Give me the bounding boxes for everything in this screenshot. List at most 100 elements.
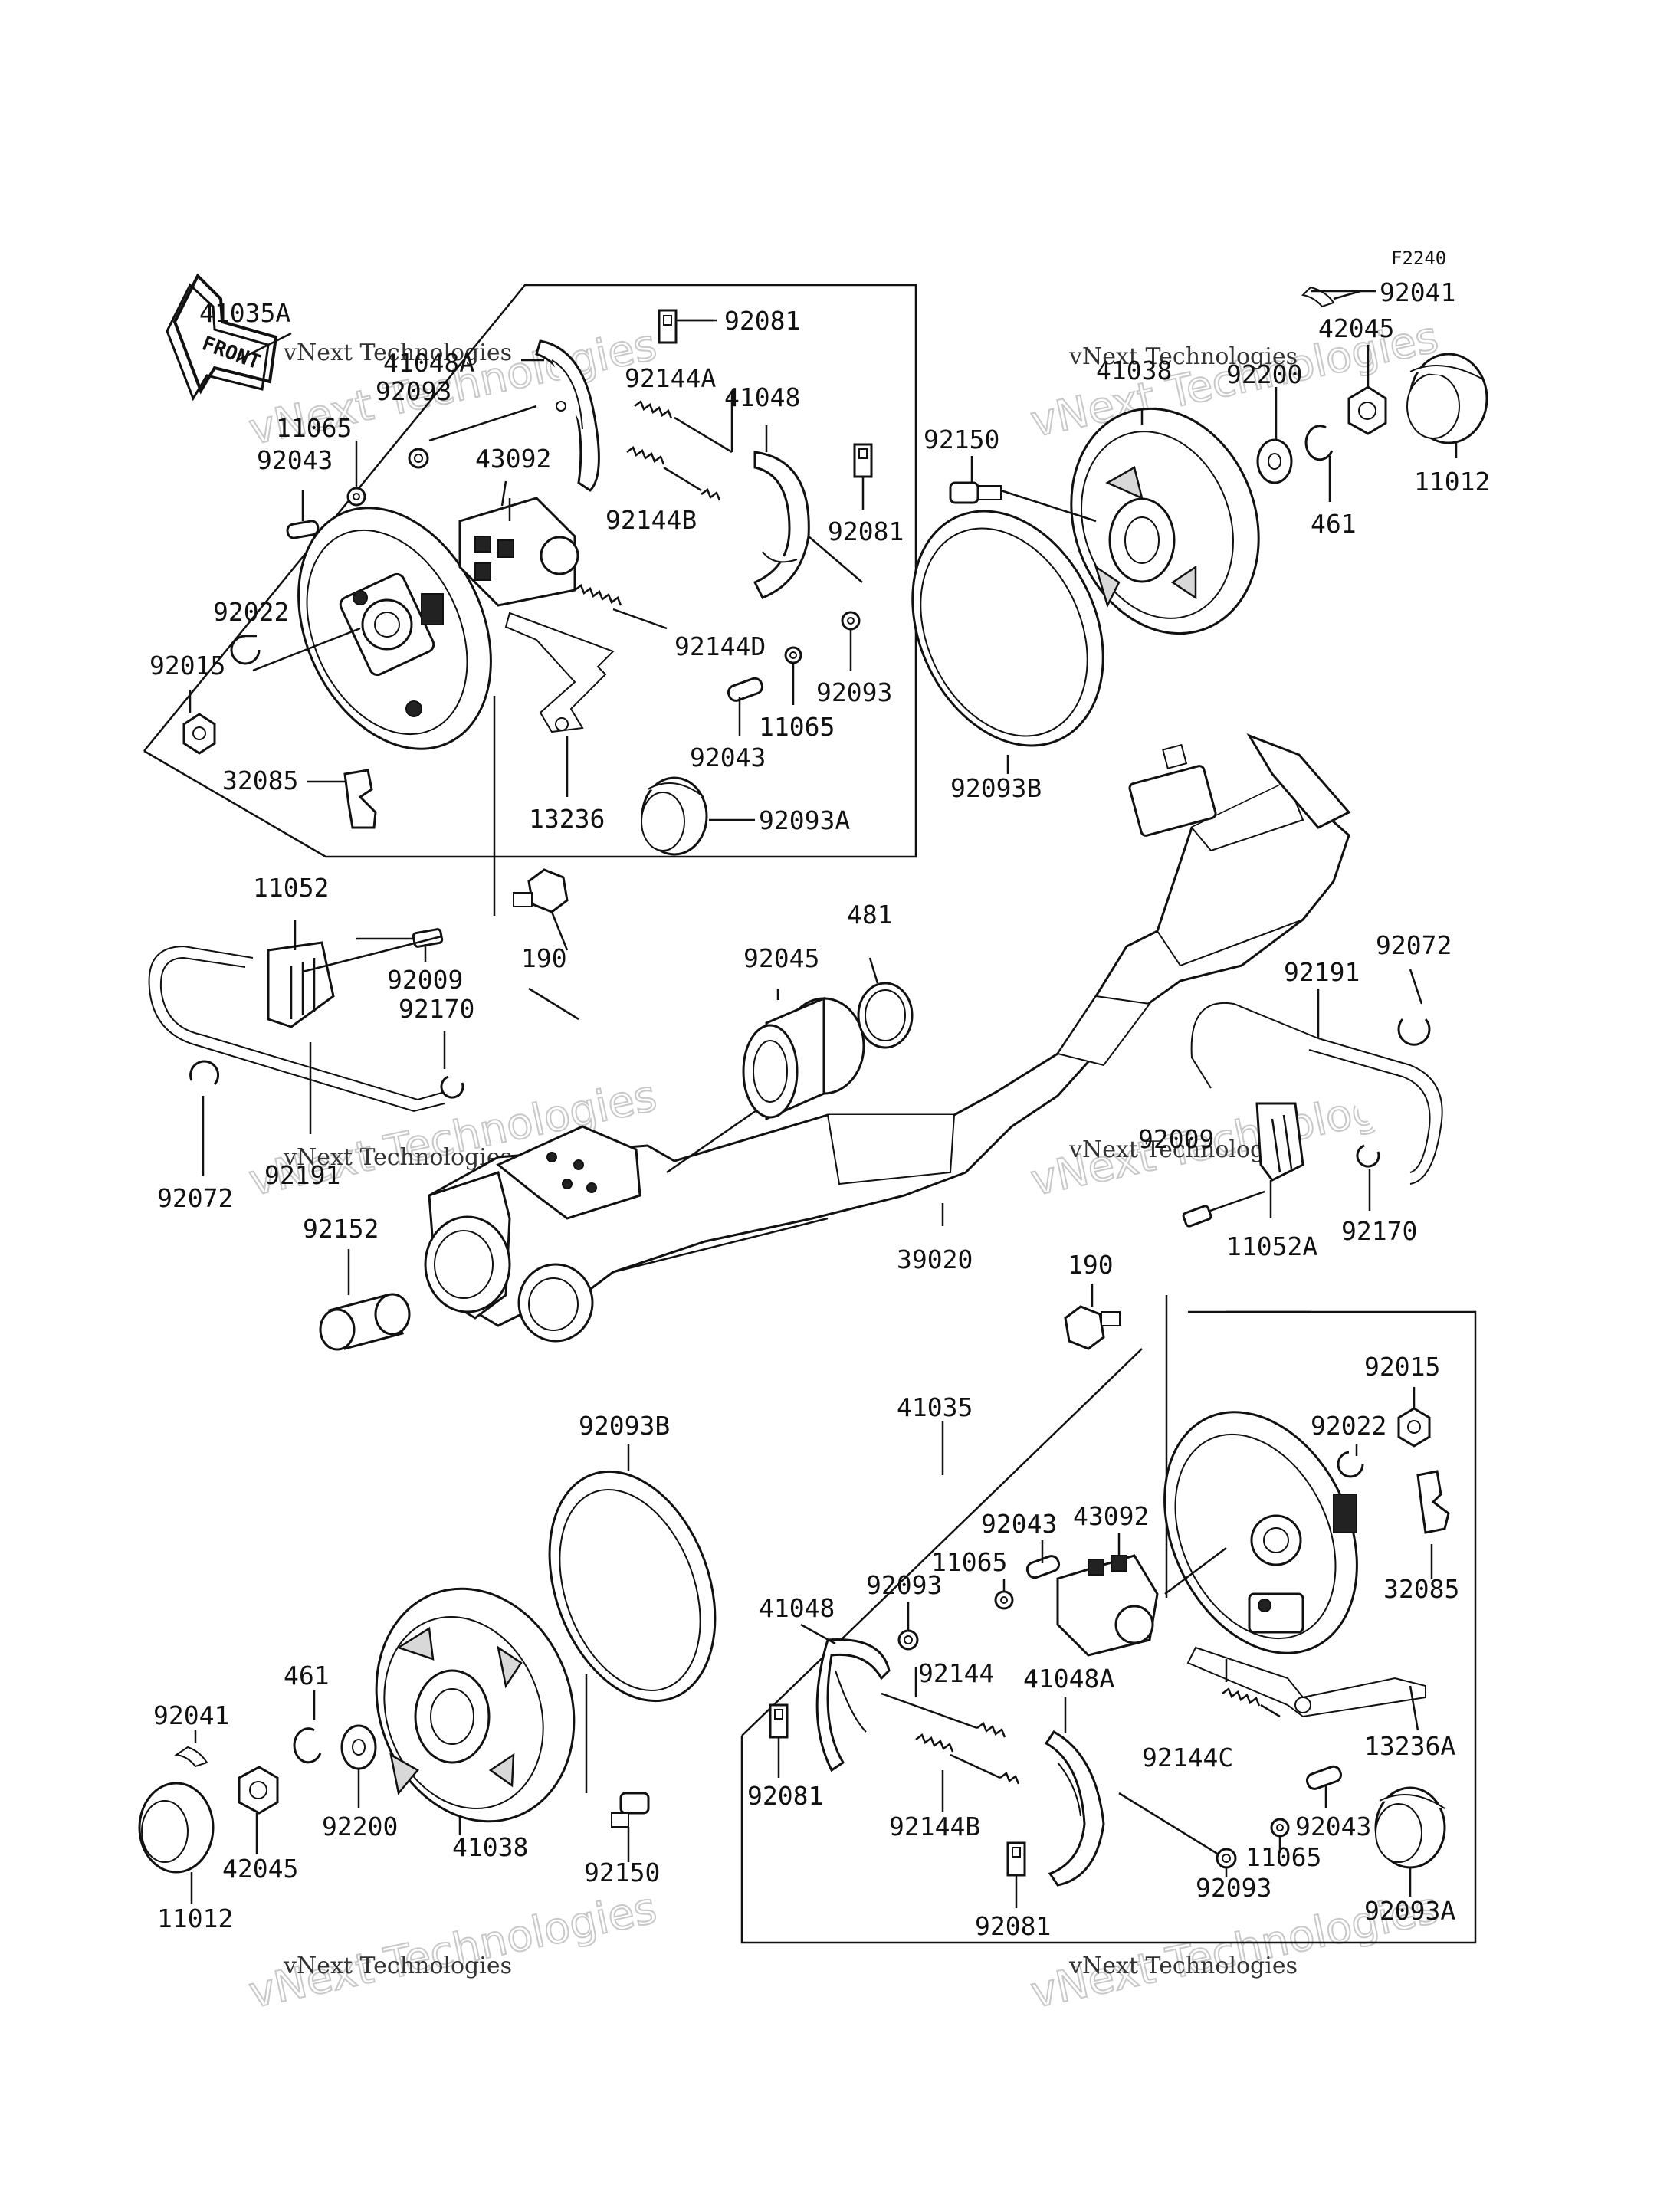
snap-ring-481 <box>857 982 914 1049</box>
brake-drum-bottom-left <box>375 1587 576 1823</box>
part-labels: 41035A 41048A 92093 11065 92043 43092 92… <box>149 277 1490 1941</box>
label-43092-top: 43092 <box>475 444 551 474</box>
assembly-frames <box>143 284 1477 1944</box>
label-92144C: 92144C <box>1142 1743 1233 1772</box>
clip-92081-top <box>658 309 713 344</box>
label-92200-bottom: 92200 <box>322 1812 398 1841</box>
label-92072-left: 92072 <box>157 1183 233 1213</box>
lever-13236A <box>1186 1646 1426 1718</box>
label-92150-bottom: 92150 <box>584 1858 660 1887</box>
label-92144: 92144 <box>918 1658 994 1688</box>
fitting-190-bottom <box>1064 1305 1121 1350</box>
brake-pipe-left <box>148 928 464 1113</box>
watermark-small: vNext Technologies <box>283 1953 512 1979</box>
label-41038-top: 41038 <box>1096 356 1172 385</box>
label-11012-bottom: 11012 <box>157 1904 233 1933</box>
label-11065-bottom1: 11065 <box>931 1547 1007 1577</box>
label-13236A: 13236A <box>1364 1731 1455 1761</box>
bracket-32085-left <box>343 769 377 829</box>
label-32085-left: 32085 <box>222 766 298 795</box>
label-41035A: 41035A <box>199 298 290 328</box>
figure-code: F2240 <box>1391 248 1446 269</box>
label-92093A-bottom: 92093A <box>1364 1896 1455 1926</box>
axle-housing-39020 <box>424 733 1351 1343</box>
clip-92081-right <box>853 443 873 478</box>
brake-drum-top-right <box>1070 407 1260 635</box>
label-92093-bottom1: 92093 <box>866 1570 942 1600</box>
label-11065-top: 11065 <box>276 413 352 443</box>
label-92043-bottom1: 92043 <box>981 1509 1057 1539</box>
label-11052: 11052 <box>253 873 329 903</box>
bearing-92045 <box>742 996 865 1121</box>
brake-shoe-bottom-right <box>1044 1730 1105 1887</box>
label-41048-top: 41048 <box>724 382 800 412</box>
label-92015-right: 92015 <box>1364 1352 1440 1382</box>
label-92093A-top: 92093A <box>759 805 850 835</box>
leader-lines <box>189 290 1458 1908</box>
label-190-bottom: 190 <box>1068 1250 1114 1280</box>
label-92009-right: 92009 <box>1138 1124 1214 1154</box>
label-11065-mid: 11065 <box>759 712 835 742</box>
label-92009-left: 92009 <box>387 965 463 995</box>
label-92144B-bottom: 92144B <box>889 1812 980 1841</box>
label-39020: 39020 <box>897 1244 973 1274</box>
front-direction-arrow: FRONT <box>166 273 278 402</box>
label-92144A: 92144A <box>625 363 716 393</box>
label-461-bottom: 461 <box>284 1661 330 1690</box>
label-11065-bottom2: 11065 <box>1245 1842 1321 1872</box>
label-41048A-top: 41048A <box>383 348 474 378</box>
label-92022-left: 92022 <box>213 597 289 627</box>
watermark-large: vNext Technologies <box>244 1884 661 2018</box>
label-92081-top1: 92081 <box>724 306 800 336</box>
label-41038-bottom: 41038 <box>452 1832 528 1862</box>
label-92144D: 92144D <box>674 631 766 661</box>
label-92041-bottom: 92041 <box>153 1700 229 1730</box>
label-92081-bottom1: 92081 <box>747 1781 823 1811</box>
label-92152: 92152 <box>303 1214 379 1244</box>
label-32085-right: 32085 <box>1383 1574 1459 1604</box>
label-92022-right: 92022 <box>1311 1411 1386 1441</box>
label-92200-top: 92200 <box>1226 359 1302 389</box>
label-92093-top2: 92093 <box>816 677 892 707</box>
label-92093-top1: 92093 <box>376 376 451 406</box>
brake-backing-plate-left <box>252 507 492 750</box>
label-42045-top: 42045 <box>1318 313 1394 343</box>
label-92045: 92045 <box>743 943 819 973</box>
lever-13236 <box>504 612 615 733</box>
label-92150-top: 92150 <box>924 425 999 454</box>
small-hardware-top <box>182 448 861 755</box>
lining-ring-92093B-bottom <box>548 1470 717 1703</box>
fitting-190-top <box>513 868 569 913</box>
label-92041-top: 92041 <box>1380 277 1455 307</box>
clip-92081-bottom-right <box>1006 1841 1026 1877</box>
brake-shoe-top-right <box>753 451 810 599</box>
label-92191-right: 92191 <box>1284 957 1360 987</box>
label-92093B-bottom: 92093B <box>579 1411 670 1441</box>
label-92015-left: 92015 <box>149 651 225 680</box>
wheel-cylinder-top <box>458 480 579 607</box>
hub-hardware-bottom-left <box>138 1724 377 1874</box>
label-481: 481 <box>847 900 893 930</box>
label-461-top: 461 <box>1311 509 1357 539</box>
label-92043-top: 92043 <box>257 445 333 475</box>
bracket-32085-right <box>1416 1470 1450 1534</box>
label-42045-bottom: 42045 <box>222 1854 298 1884</box>
label-41048A-bottom: 41048A <box>1023 1664 1114 1694</box>
watermark-small: vNext Technologies <box>1068 1953 1298 1979</box>
watermark-small: vNext Technologies <box>283 1144 512 1171</box>
label-92072-right: 92072 <box>1376 930 1452 960</box>
label-43092-bottom: 43092 <box>1073 1501 1149 1531</box>
label-92170-right: 92170 <box>1341 1216 1417 1246</box>
springs-top <box>574 400 733 630</box>
label-92093-bottom2: 92093 <box>1196 1873 1271 1903</box>
bolt-92150-top <box>949 481 1097 523</box>
bushing-92152 <box>319 1293 411 1351</box>
label-92191-left: 92191 <box>264 1160 340 1190</box>
clip-92081-bottom-left <box>769 1703 789 1739</box>
label-92093B-top: 92093B <box>950 773 1042 803</box>
label-92144B-top: 92144B <box>605 505 697 535</box>
bolt-92150-bottom <box>585 1674 650 1828</box>
label-11052A: 11052A <box>1226 1231 1317 1261</box>
small-hardware-bottom <box>897 1407 1431 1869</box>
